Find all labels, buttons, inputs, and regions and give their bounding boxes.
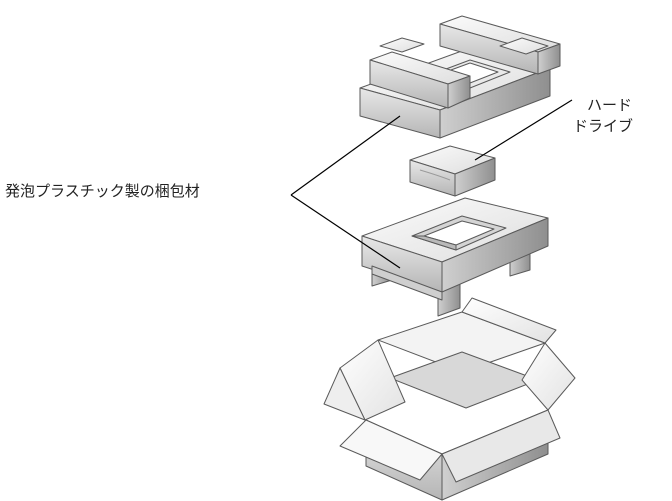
hard-drive-label-line2: ドライブ <box>573 117 634 135</box>
leader-line-top-foam <box>290 115 401 196</box>
hard-drive-sleeve <box>409 145 496 197</box>
leader-lines <box>290 99 573 269</box>
foam-packing-label: 発泡プラスチック製の梱包材 <box>5 182 200 200</box>
leader-line-bottom-foam <box>290 194 401 269</box>
top-foam-cushion <box>359 15 561 139</box>
leader-line-hard-drive <box>474 99 573 161</box>
bottom-foam-cushion <box>361 197 549 317</box>
hard-drive-label-line1: ハード <box>587 96 633 114</box>
cardboard-box <box>323 297 576 501</box>
